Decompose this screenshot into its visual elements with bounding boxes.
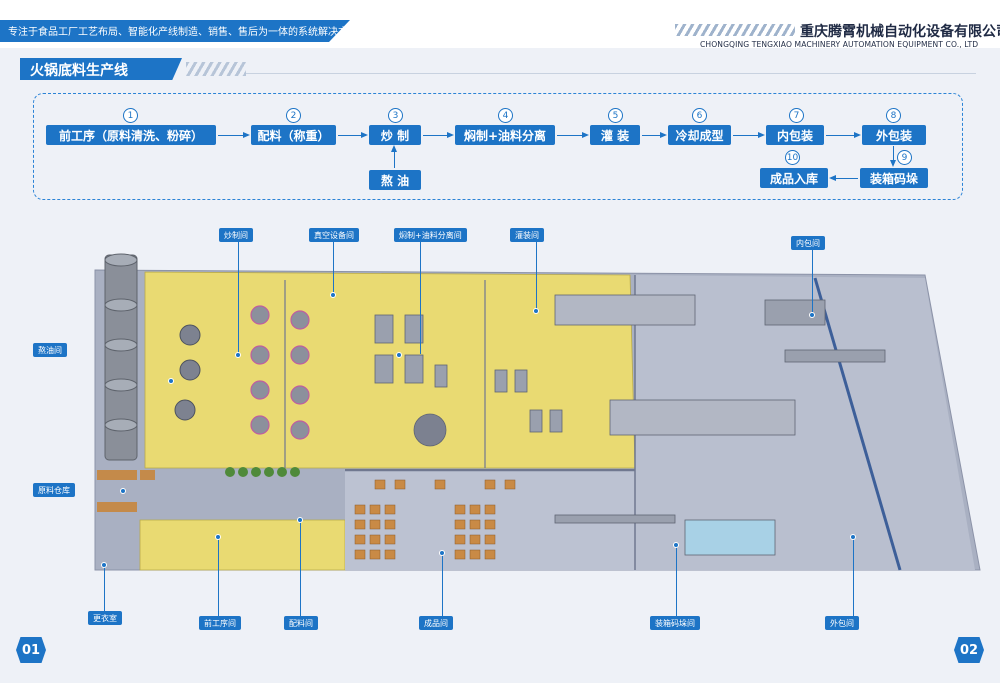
process-flow-box	[33, 93, 963, 200]
label-vacuum-room: 真空设备间	[309, 228, 359, 242]
label-fry-room: 炒制间	[219, 228, 253, 242]
fry-kettles	[250, 305, 310, 440]
flow-arrow-8-9	[889, 146, 896, 167]
step-8: 外包装	[862, 125, 926, 145]
tagline: 专注于食品工厂工艺布局、智能化产线制造、销售、售后为一体的系统解决方案	[8, 27, 358, 38]
step-2: 配料（称重）	[251, 125, 336, 145]
raw-material-pallets	[97, 470, 155, 512]
label-oil-room: 熬油间	[33, 343, 67, 357]
finished-goods-boxes	[354, 479, 516, 560]
step-num-3: 3	[388, 108, 403, 123]
factory-floor-plan	[94, 253, 981, 571]
flow-arrow-oil-3	[390, 145, 397, 168]
label-inner-pack-room: 内包间	[791, 236, 825, 250]
flow-arrow-6-7	[733, 131, 765, 138]
oil-cookers	[174, 324, 201, 421]
company-name-cn: 重庆腾霄机械自动化设备有限公司	[800, 24, 1000, 40]
title-tab	[20, 58, 182, 80]
tagline-bar	[0, 20, 350, 42]
label-raw-warehouse: 原料仓库	[33, 483, 75, 497]
title-rule	[246, 73, 976, 74]
step-7: 内包装	[766, 125, 824, 145]
step-num-1: 1	[123, 108, 138, 123]
step-num-7: 7	[789, 108, 804, 123]
flow-arrow-4-5	[557, 131, 589, 138]
label-finished-goods-room: 成品间	[419, 616, 453, 630]
step-1: 前工序（原料清洗、粉碎）	[46, 125, 216, 145]
label-batching-room: 配料间	[284, 616, 318, 630]
page-title: 火锅底料生产线	[30, 63, 128, 79]
packing-zone	[635, 275, 975, 570]
step-num-2: 2	[286, 108, 301, 123]
flow-arrow-1-2	[218, 131, 250, 138]
flow-arrow-5-6	[642, 131, 667, 138]
step-num-10: 10	[785, 150, 800, 165]
step-4: 焖制+油料分离	[455, 125, 555, 145]
oil-tanks	[104, 253, 138, 461]
title-stripes	[186, 62, 246, 76]
page-number-right: 02	[954, 637, 984, 663]
header-stripes	[675, 24, 795, 36]
label-filling-room: 灌装间	[510, 228, 544, 242]
company-name-en: CHONGQING TENGXIAO MACHINERY AUTOMATION …	[700, 40, 979, 49]
step-num-9: 9	[897, 150, 912, 165]
equipment-blocks	[374, 294, 886, 556]
label-palletizing-room: 装箱码垛间	[650, 616, 700, 630]
flow-arrow-9-10	[829, 174, 858, 181]
label-changing-room: 更衣室	[88, 611, 122, 625]
pre-process-zone	[139, 519, 346, 571]
step-num-4: 4	[498, 108, 513, 123]
page-number-left: 01	[16, 637, 46, 663]
flow-arrow-7-8	[826, 131, 861, 138]
flow-arrow-2-3	[338, 131, 368, 138]
label-braise-room: 焖制+油料分离间	[394, 228, 467, 242]
step-9: 装箱码垛	[860, 168, 928, 188]
label-pre-process-room: 前工序间	[199, 616, 241, 630]
side-step-oil: 熬 油	[369, 170, 421, 190]
step-num-5: 5	[608, 108, 623, 123]
step-num-6: 6	[692, 108, 707, 123]
ingredient-drums	[225, 467, 300, 477]
flow-arrow-3-4	[423, 131, 454, 138]
step-10: 成品入库	[760, 168, 828, 188]
step-5: 灌 装	[590, 125, 640, 145]
step-6: 冷却成型	[668, 125, 731, 145]
step-3: 炒 制	[369, 125, 421, 145]
step-num-8: 8	[886, 108, 901, 123]
label-outer-pack-room: 外包间	[825, 616, 859, 630]
